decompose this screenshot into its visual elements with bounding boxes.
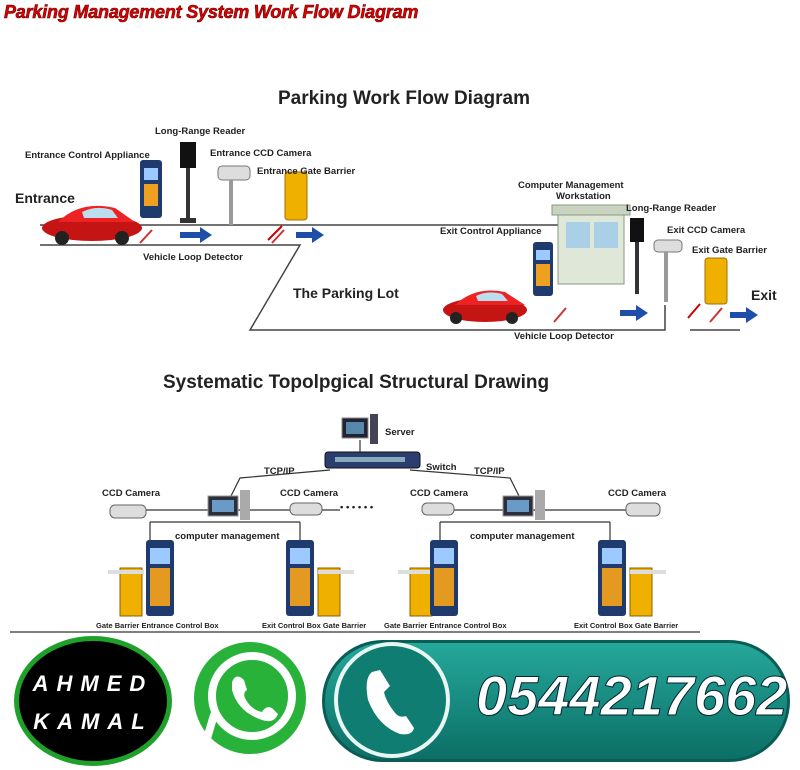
long-range-reader-label: Long-Range Reader xyxy=(155,126,246,137)
long-range-reader-icon xyxy=(630,218,644,294)
parking-lot-label: The Parking Lot xyxy=(293,285,399,301)
topology-title: Systematic Topolpgical Structural Drawin… xyxy=(163,372,550,393)
entrance-label: Entrance xyxy=(15,190,75,206)
phone-icon xyxy=(334,642,450,758)
ccd-camera-label-2: CCD Camera xyxy=(280,488,339,499)
badge-name-first: AHMED xyxy=(32,671,154,696)
page-title: Parking Management System Work Flow Diag… xyxy=(4,2,419,23)
exit-gate-barrier-icon xyxy=(687,257,728,319)
exit-gate-label: Exit Gate Barrier xyxy=(692,245,767,256)
entrance-ccd-camera-icon xyxy=(217,165,251,225)
switch-icon xyxy=(324,451,421,469)
tcpip-left-label: TCP/IP xyxy=(264,466,295,477)
badge-name-last: KAMAL xyxy=(33,709,153,734)
exit-ccd-camera-icon xyxy=(653,239,683,302)
bottom-label-2: Exit Control Box Gate Barrier xyxy=(262,621,367,630)
bottom-label-4: Exit Control Box Gate Barrier xyxy=(574,621,679,630)
arrow-icon xyxy=(180,227,324,243)
gate-arm-icon xyxy=(108,570,666,574)
server-icon xyxy=(341,414,378,444)
bottom-label-3: Gate Barrier Entrance Control Box xyxy=(384,621,507,630)
entrance-gate-barrier-icon xyxy=(267,171,308,241)
ccd-camera-label-4: CCD Camera xyxy=(608,488,667,499)
gate-barrier-icon xyxy=(119,567,653,617)
computer-management-icon xyxy=(502,490,545,520)
switch-label: Switch xyxy=(426,462,457,473)
name-badge: AHMED KAMAL xyxy=(14,636,172,766)
dots-label: • • • • • • xyxy=(340,502,374,513)
workflow-title: Parking Work Flow Diagram xyxy=(278,88,530,109)
server-label: Server xyxy=(385,427,415,438)
long-range-reader-2-label: Long-Range Reader xyxy=(626,203,717,214)
computer-management-icon xyxy=(207,490,250,520)
vehicle-loop-detector-icon xyxy=(139,229,285,244)
entrance-ccd-label: Entrance CCD Camera xyxy=(210,148,312,159)
computer-ws-label-2: Workstation xyxy=(556,191,611,202)
entrance-car-icon xyxy=(42,205,142,245)
workstation-booth-icon xyxy=(551,204,631,285)
exit-control-appliance-icon xyxy=(533,242,553,296)
vehicle-loop-2-label: Vehicle Loop Detector xyxy=(514,331,614,342)
entrance-control-label: Entrance Control Appliance xyxy=(25,150,150,161)
computer-ws-label: Computer Management xyxy=(518,180,624,191)
arrow-icon xyxy=(620,305,758,323)
ccd-camera-icon xyxy=(109,502,661,519)
exit-label: Exit xyxy=(751,287,777,303)
entrance-gate-label: Entrance Gate Barrier xyxy=(257,166,356,177)
bottom-label-1: Gate Barrier Entrance Control Box xyxy=(96,621,219,630)
vehicle-loop-detector-icon xyxy=(553,307,723,323)
exit-ccd-label: Exit CCD Camera xyxy=(667,225,746,236)
phone-number: 0544217662 xyxy=(475,664,788,728)
long-range-reader-icon xyxy=(180,142,196,223)
control-box-icon xyxy=(146,540,626,616)
vehicle-loop-label: Vehicle Loop Detector xyxy=(143,252,243,263)
ccd-camera-label-3: CCD Camera xyxy=(410,488,469,499)
ccd-camera-label-1: CCD Camera xyxy=(102,488,161,499)
comp-mgmt-left-label: computer management xyxy=(175,531,280,542)
entrance-control-appliance-icon xyxy=(140,160,162,218)
exit-control-label: Exit Control Appliance xyxy=(440,226,542,237)
whatsapp-icon xyxy=(190,638,310,758)
exit-car-icon xyxy=(443,290,527,324)
road-outline xyxy=(40,224,740,331)
tcpip-right-label: TCP/IP xyxy=(474,466,505,477)
comp-mgmt-right-label: computer management xyxy=(470,531,575,542)
